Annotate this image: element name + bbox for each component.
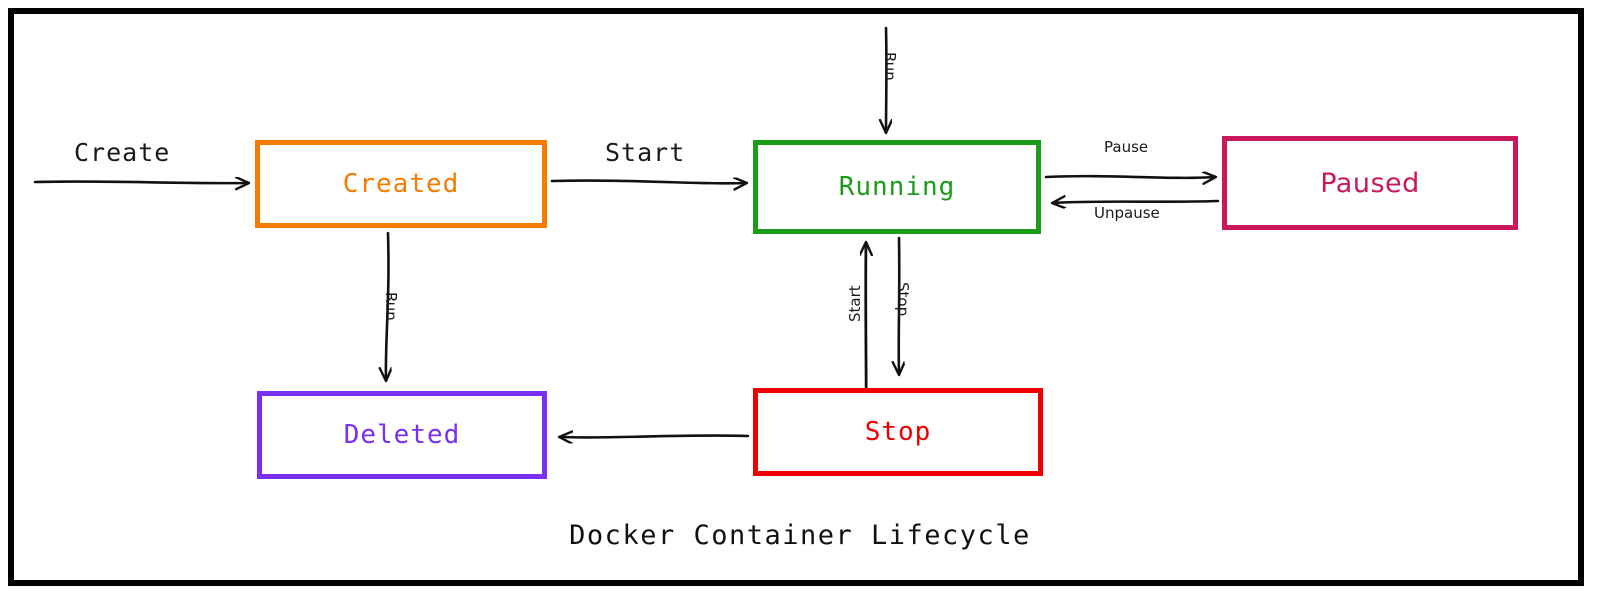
state-node-paused[interactable]: Paused: [1222, 136, 1518, 230]
edge-label-create: Create: [74, 138, 171, 167]
state-node-created-label: Created: [342, 169, 460, 199]
edge-label-run-top: Run: [881, 52, 899, 81]
diagram-frame-border: [8, 8, 1584, 586]
state-node-created[interactable]: Created: [255, 140, 547, 228]
edge-label-stop-vertical: Stop: [894, 282, 912, 317]
edge-label-pause: Pause: [1104, 138, 1149, 156]
edge-label-start-horizontal: Start: [605, 138, 686, 167]
state-node-stop[interactable]: Stop: [753, 388, 1043, 476]
state-node-running-label: Running: [838, 172, 956, 202]
state-node-deleted[interactable]: Deleted: [257, 391, 547, 479]
state-node-stop-label: Stop: [864, 417, 932, 447]
edge-label-run-delete: Run: [382, 292, 400, 321]
state-node-deleted-label: Deleted: [343, 420, 461, 450]
edge-label-unpause: Unpause: [1094, 204, 1160, 222]
state-node-running[interactable]: Running: [753, 140, 1041, 234]
diagram-caption: Docker Container Lifecycle: [569, 520, 1031, 551]
state-node-paused-label: Paused: [1320, 167, 1420, 199]
edge-label-start-vertical: Start: [846, 285, 864, 322]
